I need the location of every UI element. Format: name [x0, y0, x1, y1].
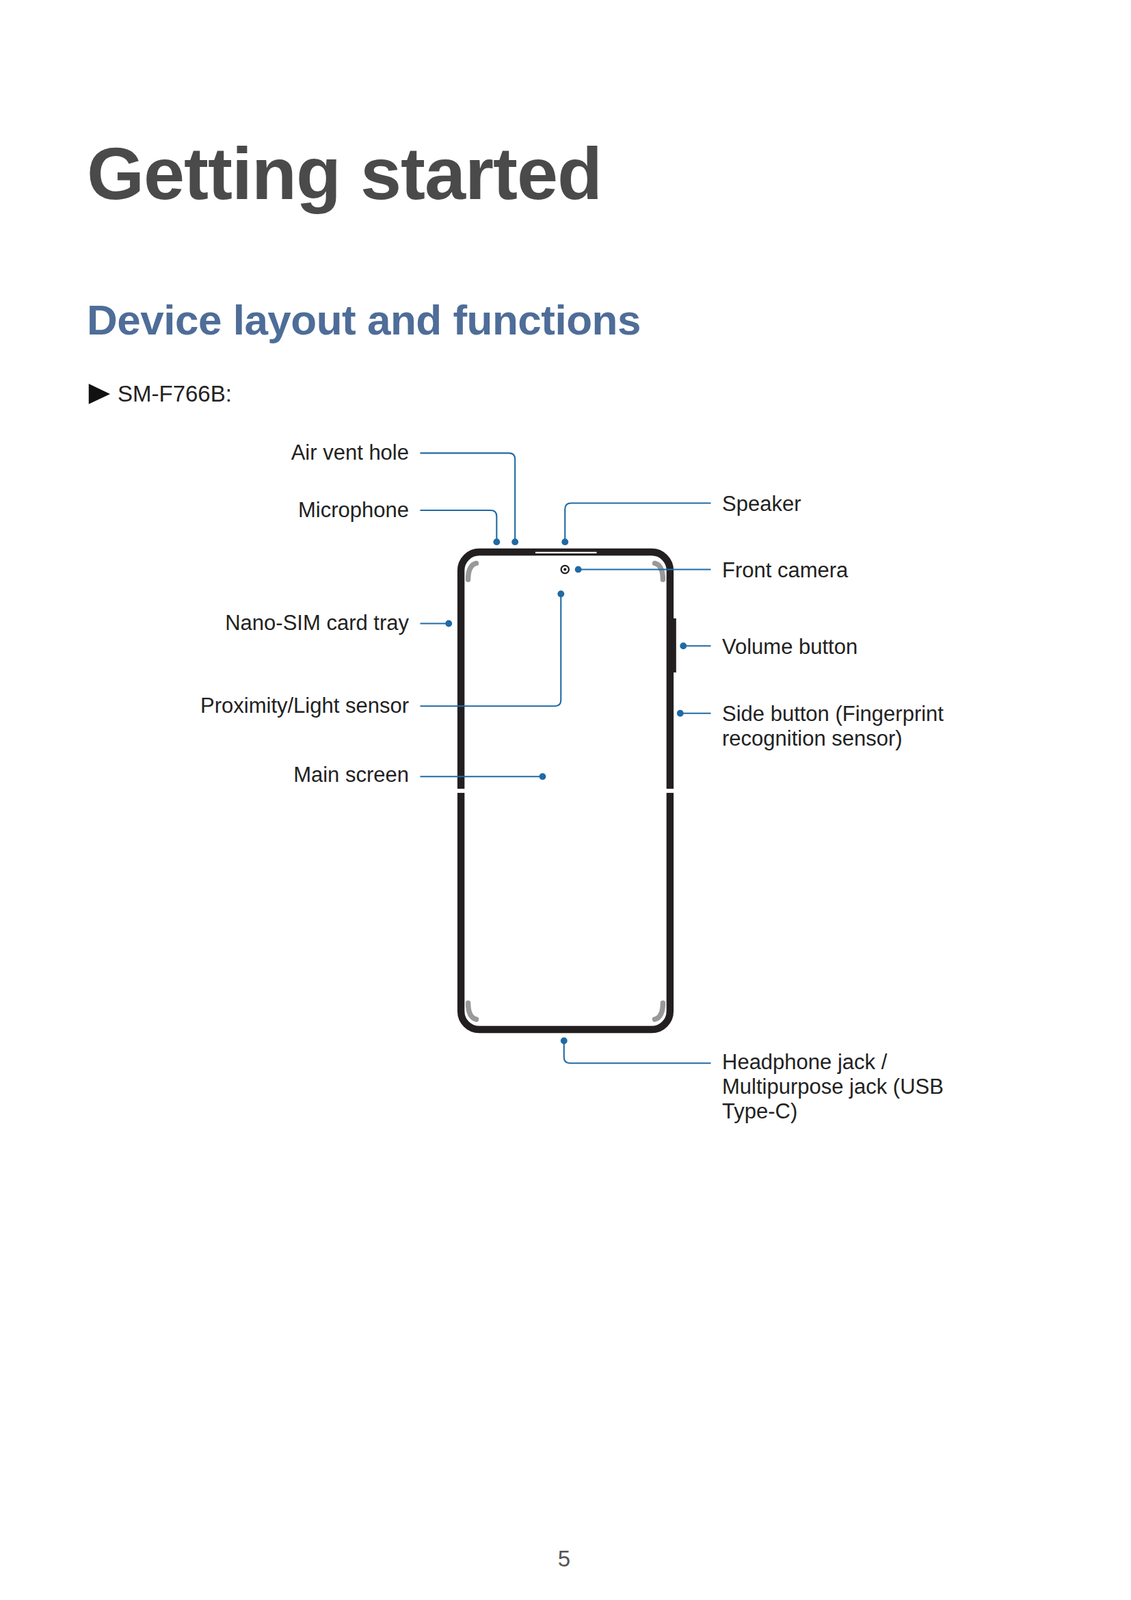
part-label: Air vent hole: [291, 440, 409, 465]
part-label: Microphone: [298, 497, 409, 523]
front-camera-lens: [563, 567, 567, 571]
part-label: Side button (Fingerprint recognition sen…: [722, 701, 952, 751]
speaker-slit: [535, 551, 597, 554]
part-label: Main screen: [293, 762, 409, 788]
part-label: Speaker: [722, 491, 952, 517]
page-number: 5: [536, 1544, 592, 1573]
phone-frame: [460, 551, 671, 1030]
model-label: SM-F766B:: [117, 380, 232, 408]
hinge-gap: [666, 788, 677, 793]
part-label: Volume button: [722, 634, 952, 660]
part-label: Front camera: [722, 557, 952, 583]
leader-lines: [419, 452, 711, 1063]
leader-dots: [445, 538, 687, 1044]
front-camera: [561, 565, 569, 574]
section-heading: Device layout and functions: [86, 298, 641, 342]
part-label: Proximity/Light sensor: [200, 693, 409, 718]
hinge-gap: [454, 788, 465, 793]
page-title: Getting started: [86, 136, 602, 211]
part-label: Nano-SIM card tray: [224, 610, 409, 636]
corner-marks: [468, 562, 664, 1019]
volume-key: [672, 618, 677, 673]
part-label: Headphone jack / Multipurpose jack (USB …: [722, 1049, 952, 1124]
bullet-triangle: [88, 383, 111, 405]
